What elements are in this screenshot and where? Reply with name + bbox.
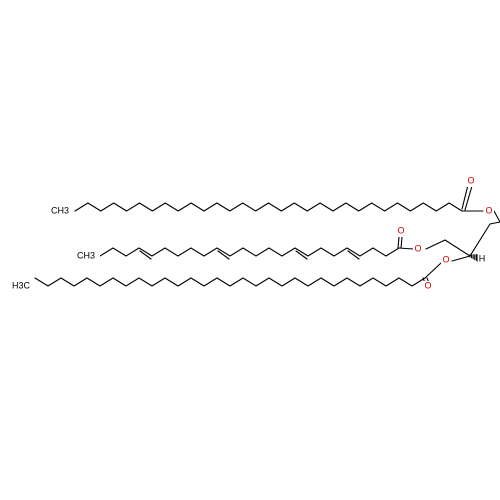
bond-carbonyl-top-b [464, 185, 473, 211]
carbonyl-oxygen-bottom: O [424, 280, 431, 290]
carbonyl-oxygen-middle: O [397, 225, 404, 235]
methyl-bottom-label: H3C [12, 280, 31, 290]
methyl-top-label: CH3 [51, 205, 69, 215]
bond-cis-double-3 [295, 250, 308, 260]
stereo-layer [469, 254, 479, 262]
bond-carbonyl-middle-a [397, 236, 400, 249]
bond-cis-double-1 [139, 250, 152, 260]
bond-glycerol-lower [451, 255, 471, 262]
stereo-hydrogen: H [479, 253, 486, 263]
bond-glycerol-middle [425, 239, 471, 257]
bond-cis-double-4 [347, 250, 360, 260]
bond-ester-bottom-oc [424, 262, 442, 279]
ester-oxygen-bottom: O [442, 254, 449, 264]
carbonyl-oxygen-top: O [467, 175, 474, 185]
bond-chain-middle [99, 247, 400, 257]
methyl-middle-label: CH3 [77, 250, 95, 260]
bond-cis-double-2 [217, 250, 230, 260]
bond-chain-bottom [34, 277, 426, 287]
ester-oxygen-middle: O [414, 243, 421, 253]
bond-ester-top-ch2 [493, 210, 500, 223]
bond-glycerol-upper [469, 221, 500, 257]
bond-carbonyl-middle-b [400, 236, 403, 249]
bond-chain-top [74, 202, 463, 212]
bond-carbonyl-top-a [461, 184, 469, 210]
ester-oxygen-top: O [485, 205, 492, 215]
bond-layer [34, 184, 500, 287]
label-layer: O O O O O O H CH3 CH3 H3C [7, 175, 494, 292]
bond-ester-middle-oc [398, 247, 414, 250]
